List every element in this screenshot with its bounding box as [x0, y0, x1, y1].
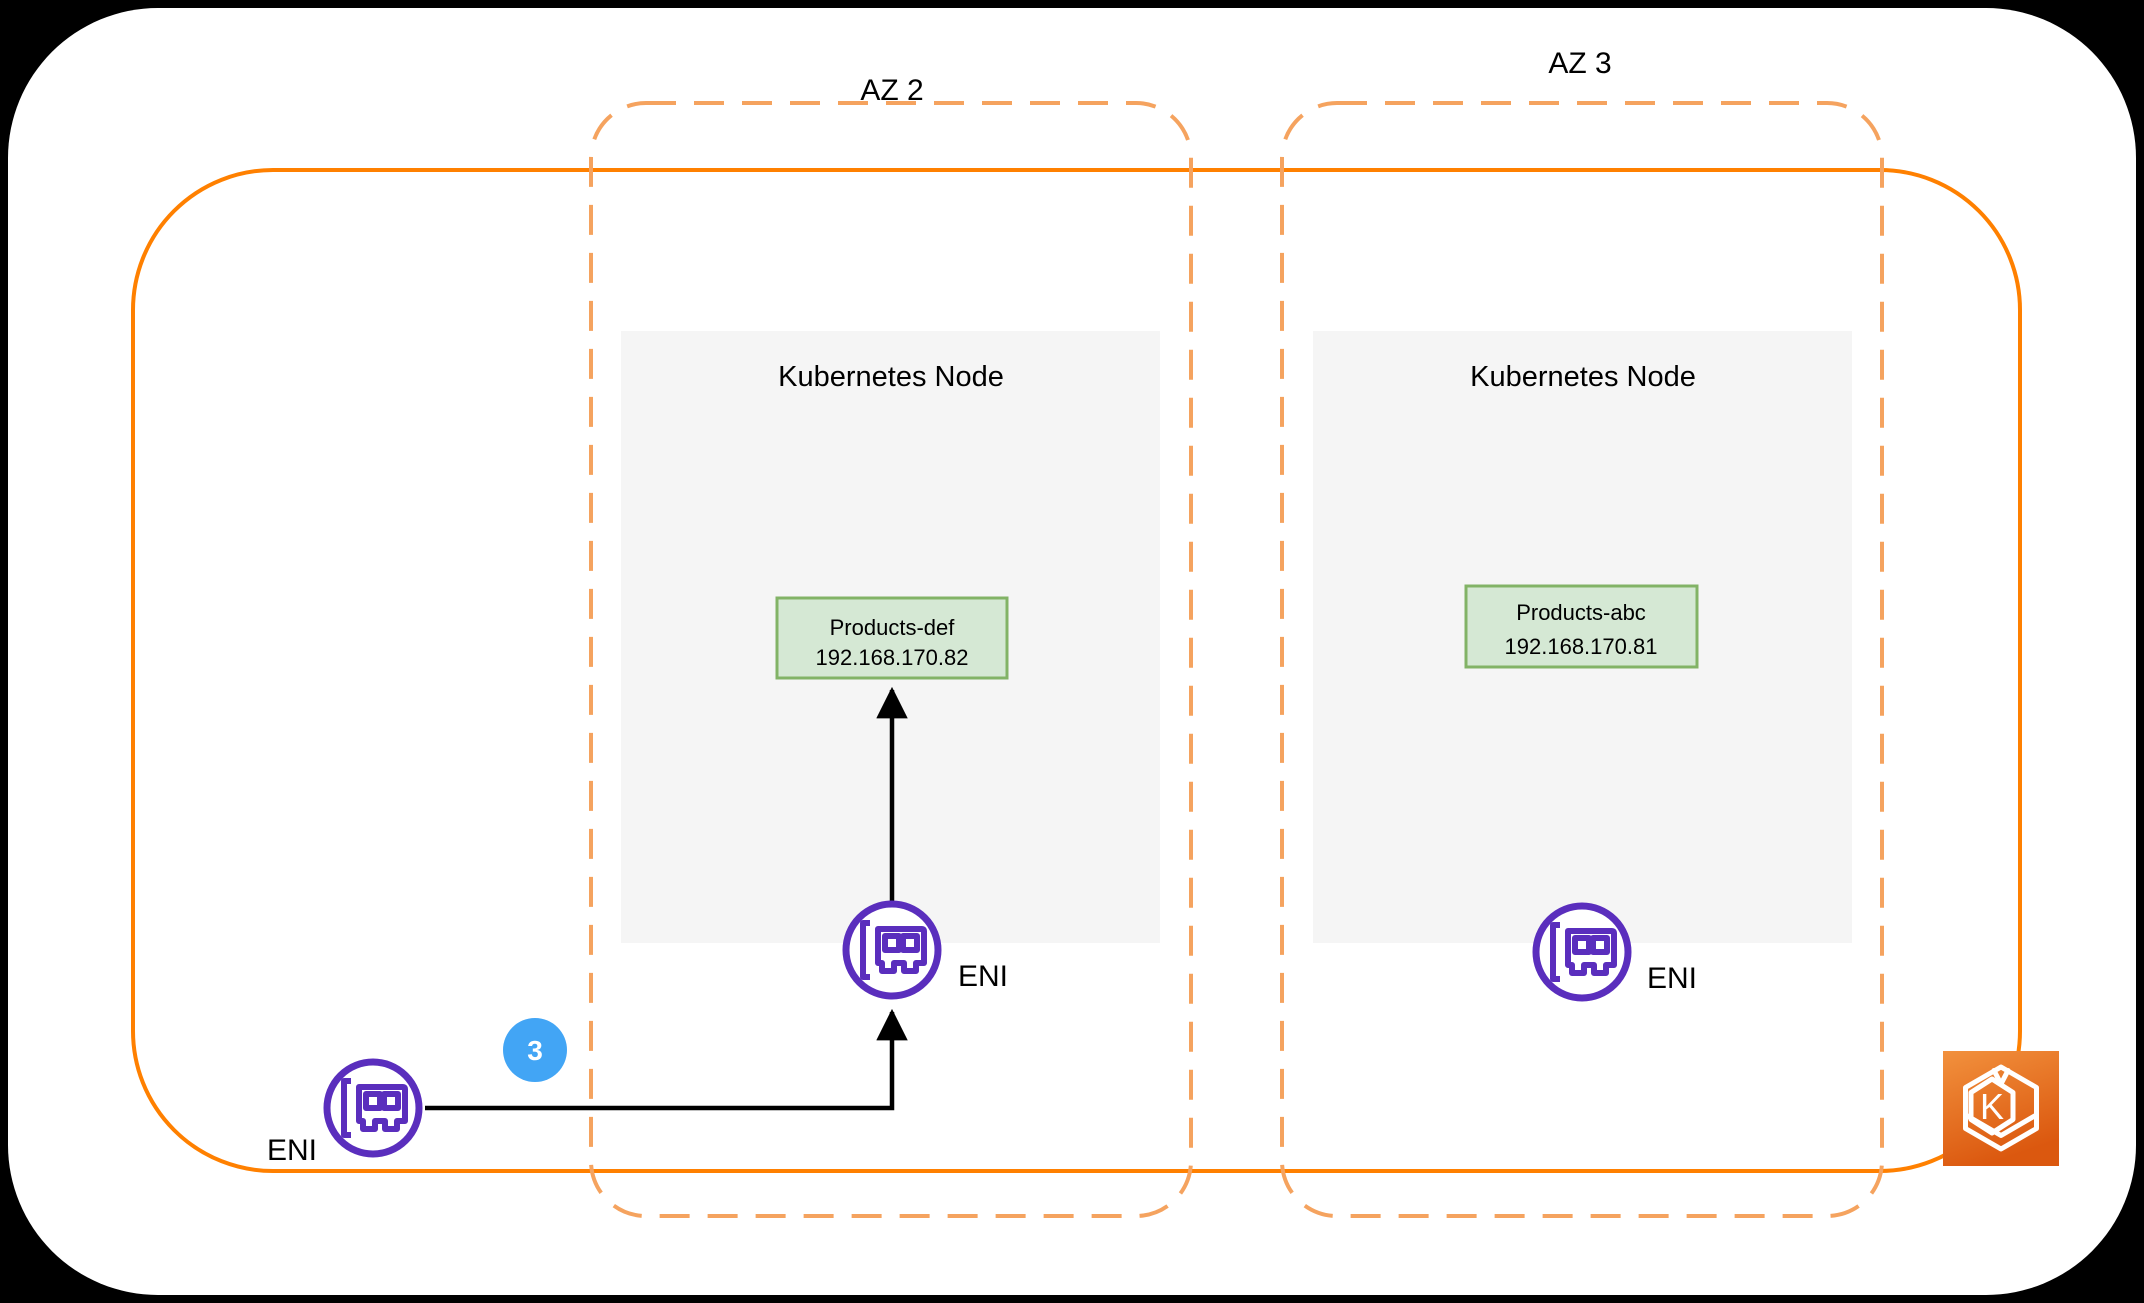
eni-icon-az2: [846, 904, 938, 996]
eks-k-hexagon: [1968, 1076, 2016, 1136]
pod-ip-products-abc: 192.168.170.81: [1505, 634, 1658, 659]
step-badge-circle: [503, 1018, 567, 1082]
pod-name-products-abc: Products-abc: [1516, 600, 1646, 625]
eks-icon: K: [1943, 1051, 2059, 1166]
arrow-external-eni-to-node-eni: [425, 1008, 908, 1111]
eni-icon-az3: [1536, 906, 1628, 998]
eks-letter: K: [1980, 1086, 2004, 1127]
eni-label-az2: ENI: [958, 960, 1008, 993]
pod-box-products-abc: [1464, 584, 1699, 669]
k8s-node-title-az2: Kubernetes Node: [778, 361, 1004, 393]
vpc-boundary: [131, 168, 2022, 1173]
az2-label: AZ 2: [860, 74, 923, 107]
az3-boundary: [1280, 101, 1884, 1218]
az3-label: AZ 3: [1548, 47, 1611, 80]
eks-outer-hexagon: [1963, 1064, 2039, 1152]
eni-label-az3: ENI: [1647, 962, 1697, 995]
k8s-node-title-az3: Kubernetes Node: [1470, 361, 1696, 393]
pod-box-products-def: [775, 596, 1009, 680]
step-badge-value: 3: [527, 1035, 543, 1066]
eni-icon-external: [327, 1062, 419, 1154]
step-badge: 3: [503, 1018, 567, 1082]
pod-name-products-def: Products-def: [830, 615, 956, 640]
az2-boundary: [589, 101, 1193, 1218]
pod-ip-products-def: 192.168.170.82: [816, 645, 969, 670]
eni-label-external: ENI: [267, 1134, 317, 1167]
